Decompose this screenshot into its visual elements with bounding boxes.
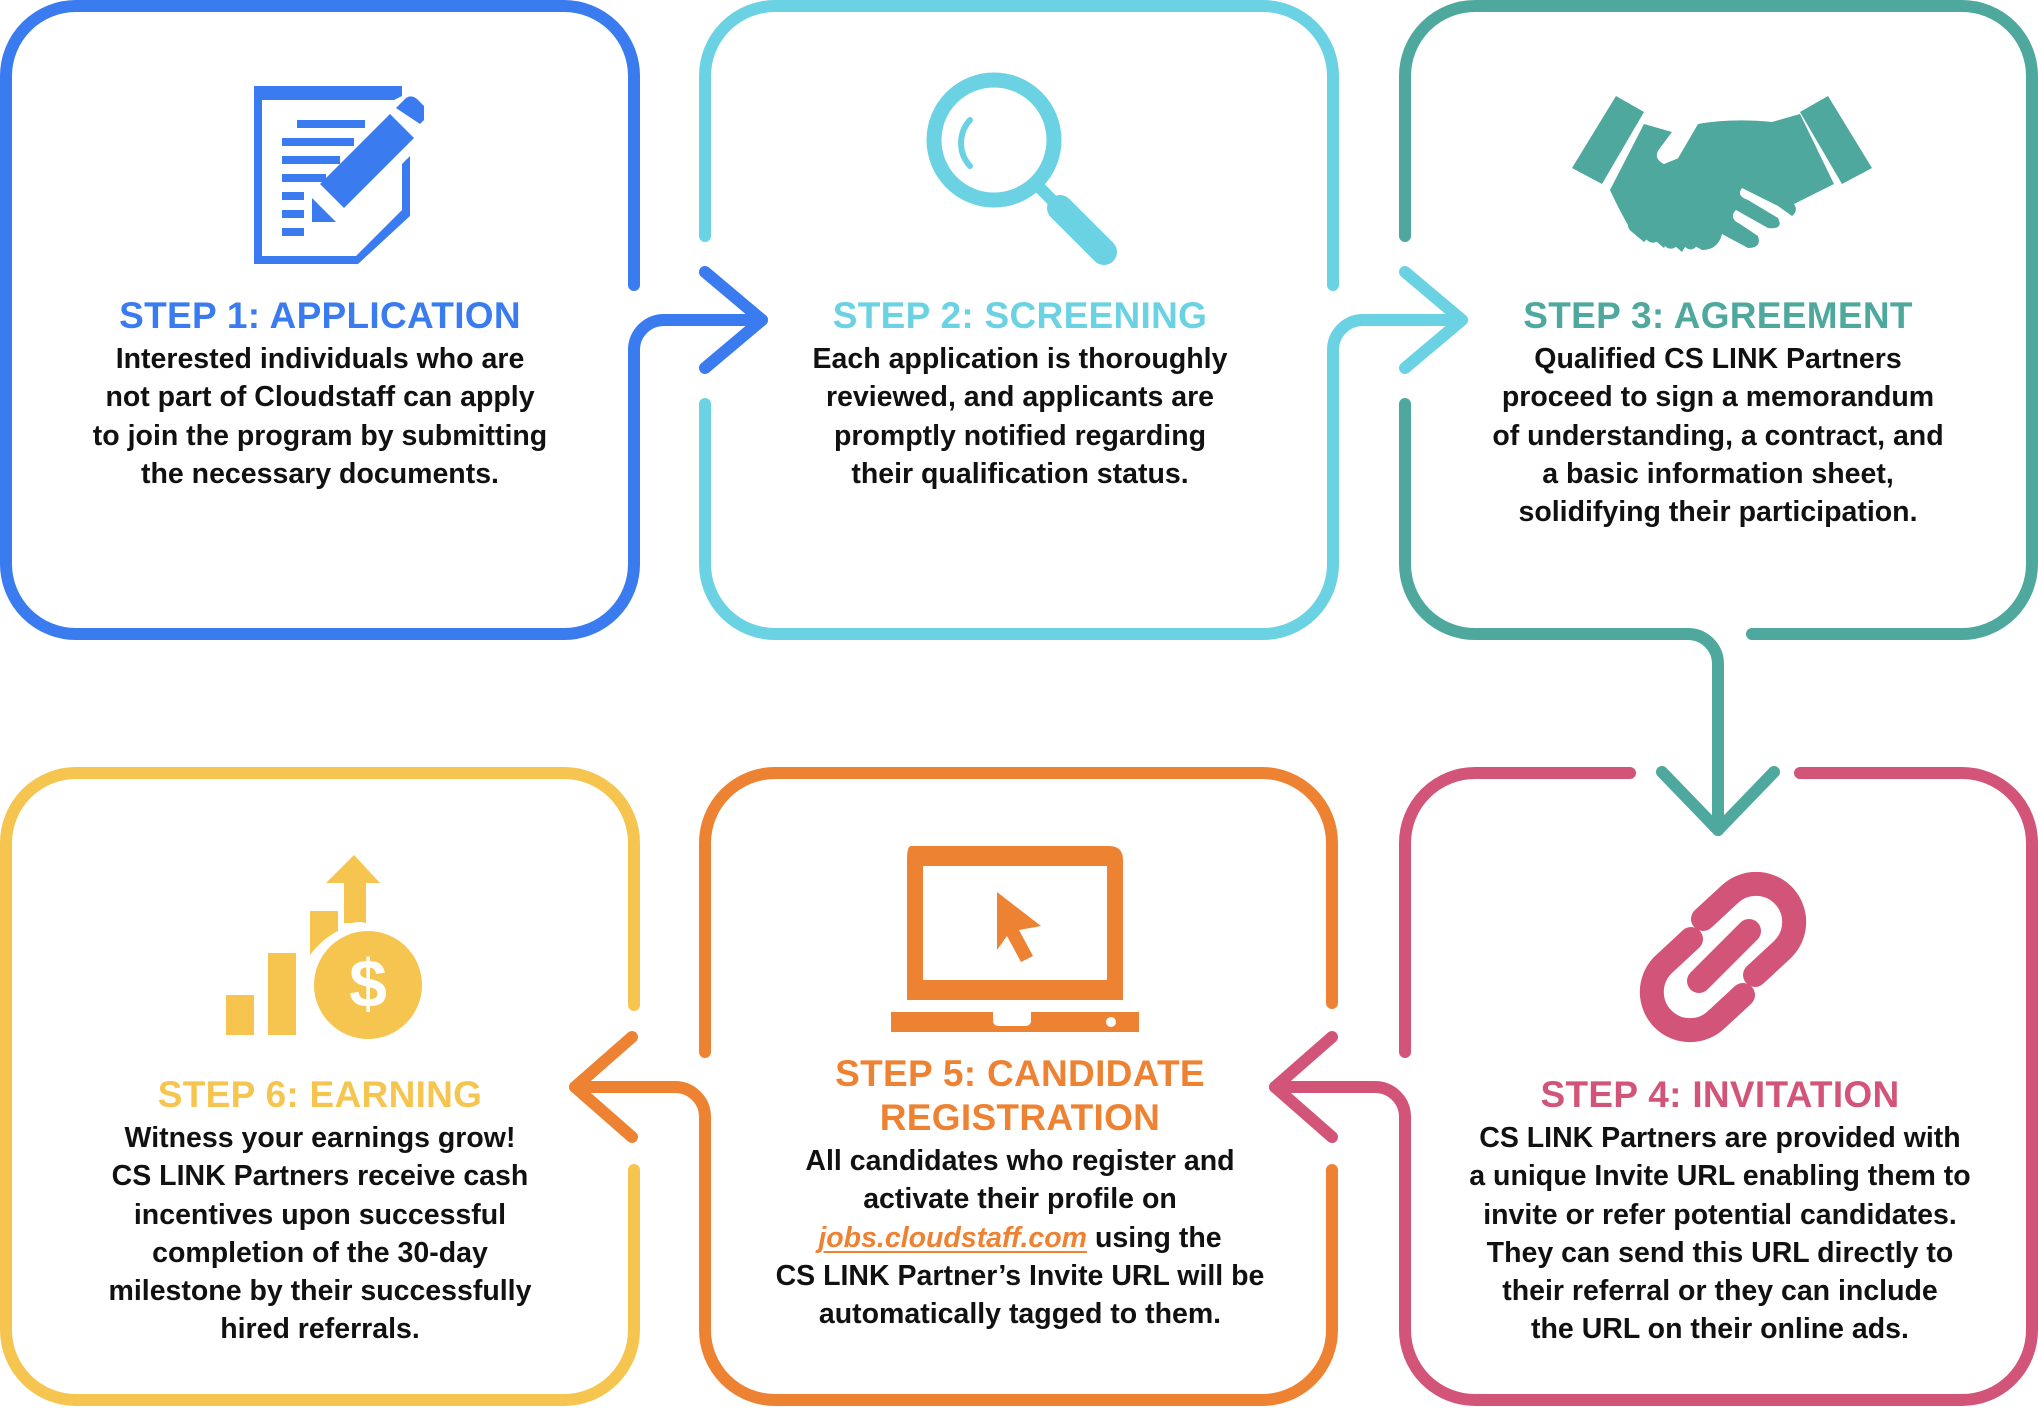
- magnifying-glass-icon: [926, 72, 1117, 265]
- step2-box-outline: [699, 0, 1468, 640]
- laptop-cursor-icon: [891, 846, 1139, 1032]
- money-growth-icon: $: [226, 855, 422, 1039]
- jobs-cloudstaff-link[interactable]: jobs.cloudstaff.com: [818, 1221, 1088, 1254]
- step1-box-outline: [0, 0, 768, 640]
- handshake-icon: [1572, 96, 1872, 252]
- step5-box-outline: [569, 767, 1338, 1406]
- step6-card: STEP 6: EARNING Witness your earnings gr…: [40, 1073, 600, 1349]
- step2-description: Each application is thoroughly reviewed,…: [812, 343, 1228, 490]
- step2-title: STEP 2: SCREENING: [832, 295, 1208, 336]
- step3-title: STEP 3: AGREEMENT: [1523, 295, 1913, 336]
- step1-description: Interested individuals who are not part …: [92, 343, 548, 490]
- step6-box-outline: [0, 767, 640, 1406]
- step4-card: STEP 4: INVITATION CS LINK Partners are …: [1430, 1073, 2010, 1349]
- step4-title: STEP 4: INVITATION: [1540, 1074, 1900, 1115]
- step5-title: STEP 5: CANDIDATE REGISTRATION: [835, 1053, 1205, 1138]
- step4-description: CS LINK Partners are provided with a uni…: [1469, 1122, 1971, 1346]
- step5-description: All candidates who register and activate…: [775, 1145, 1265, 1331]
- step1-title: STEP 1: APPLICATION: [119, 295, 521, 336]
- step6-description: Witness your earnings grow! CS LINK Part…: [108, 1122, 532, 1346]
- step6-title: STEP 6: EARNING: [157, 1074, 483, 1115]
- step1-card: STEP 1: APPLICATION Interested individua…: [40, 294, 600, 493]
- document-pencil-icon: [254, 86, 424, 264]
- step3-box-outline: [1399, 0, 2038, 836]
- step3-card: STEP 3: AGREEMENT Qualified CS LINK Part…: [1438, 294, 1998, 531]
- step5-card: STEP 5: CANDIDATE REGISTRATION All candi…: [740, 1052, 1300, 1333]
- step2-card: STEP 2: SCREENING Each application is th…: [740, 294, 1300, 493]
- svg-text:$: $: [349, 946, 387, 1022]
- step4-box-outline: [1269, 767, 2038, 1406]
- step3-description: Qualified CS LINK Partners proceed to si…: [1492, 343, 1944, 529]
- link-chain-icon: [1639, 871, 1807, 1043]
